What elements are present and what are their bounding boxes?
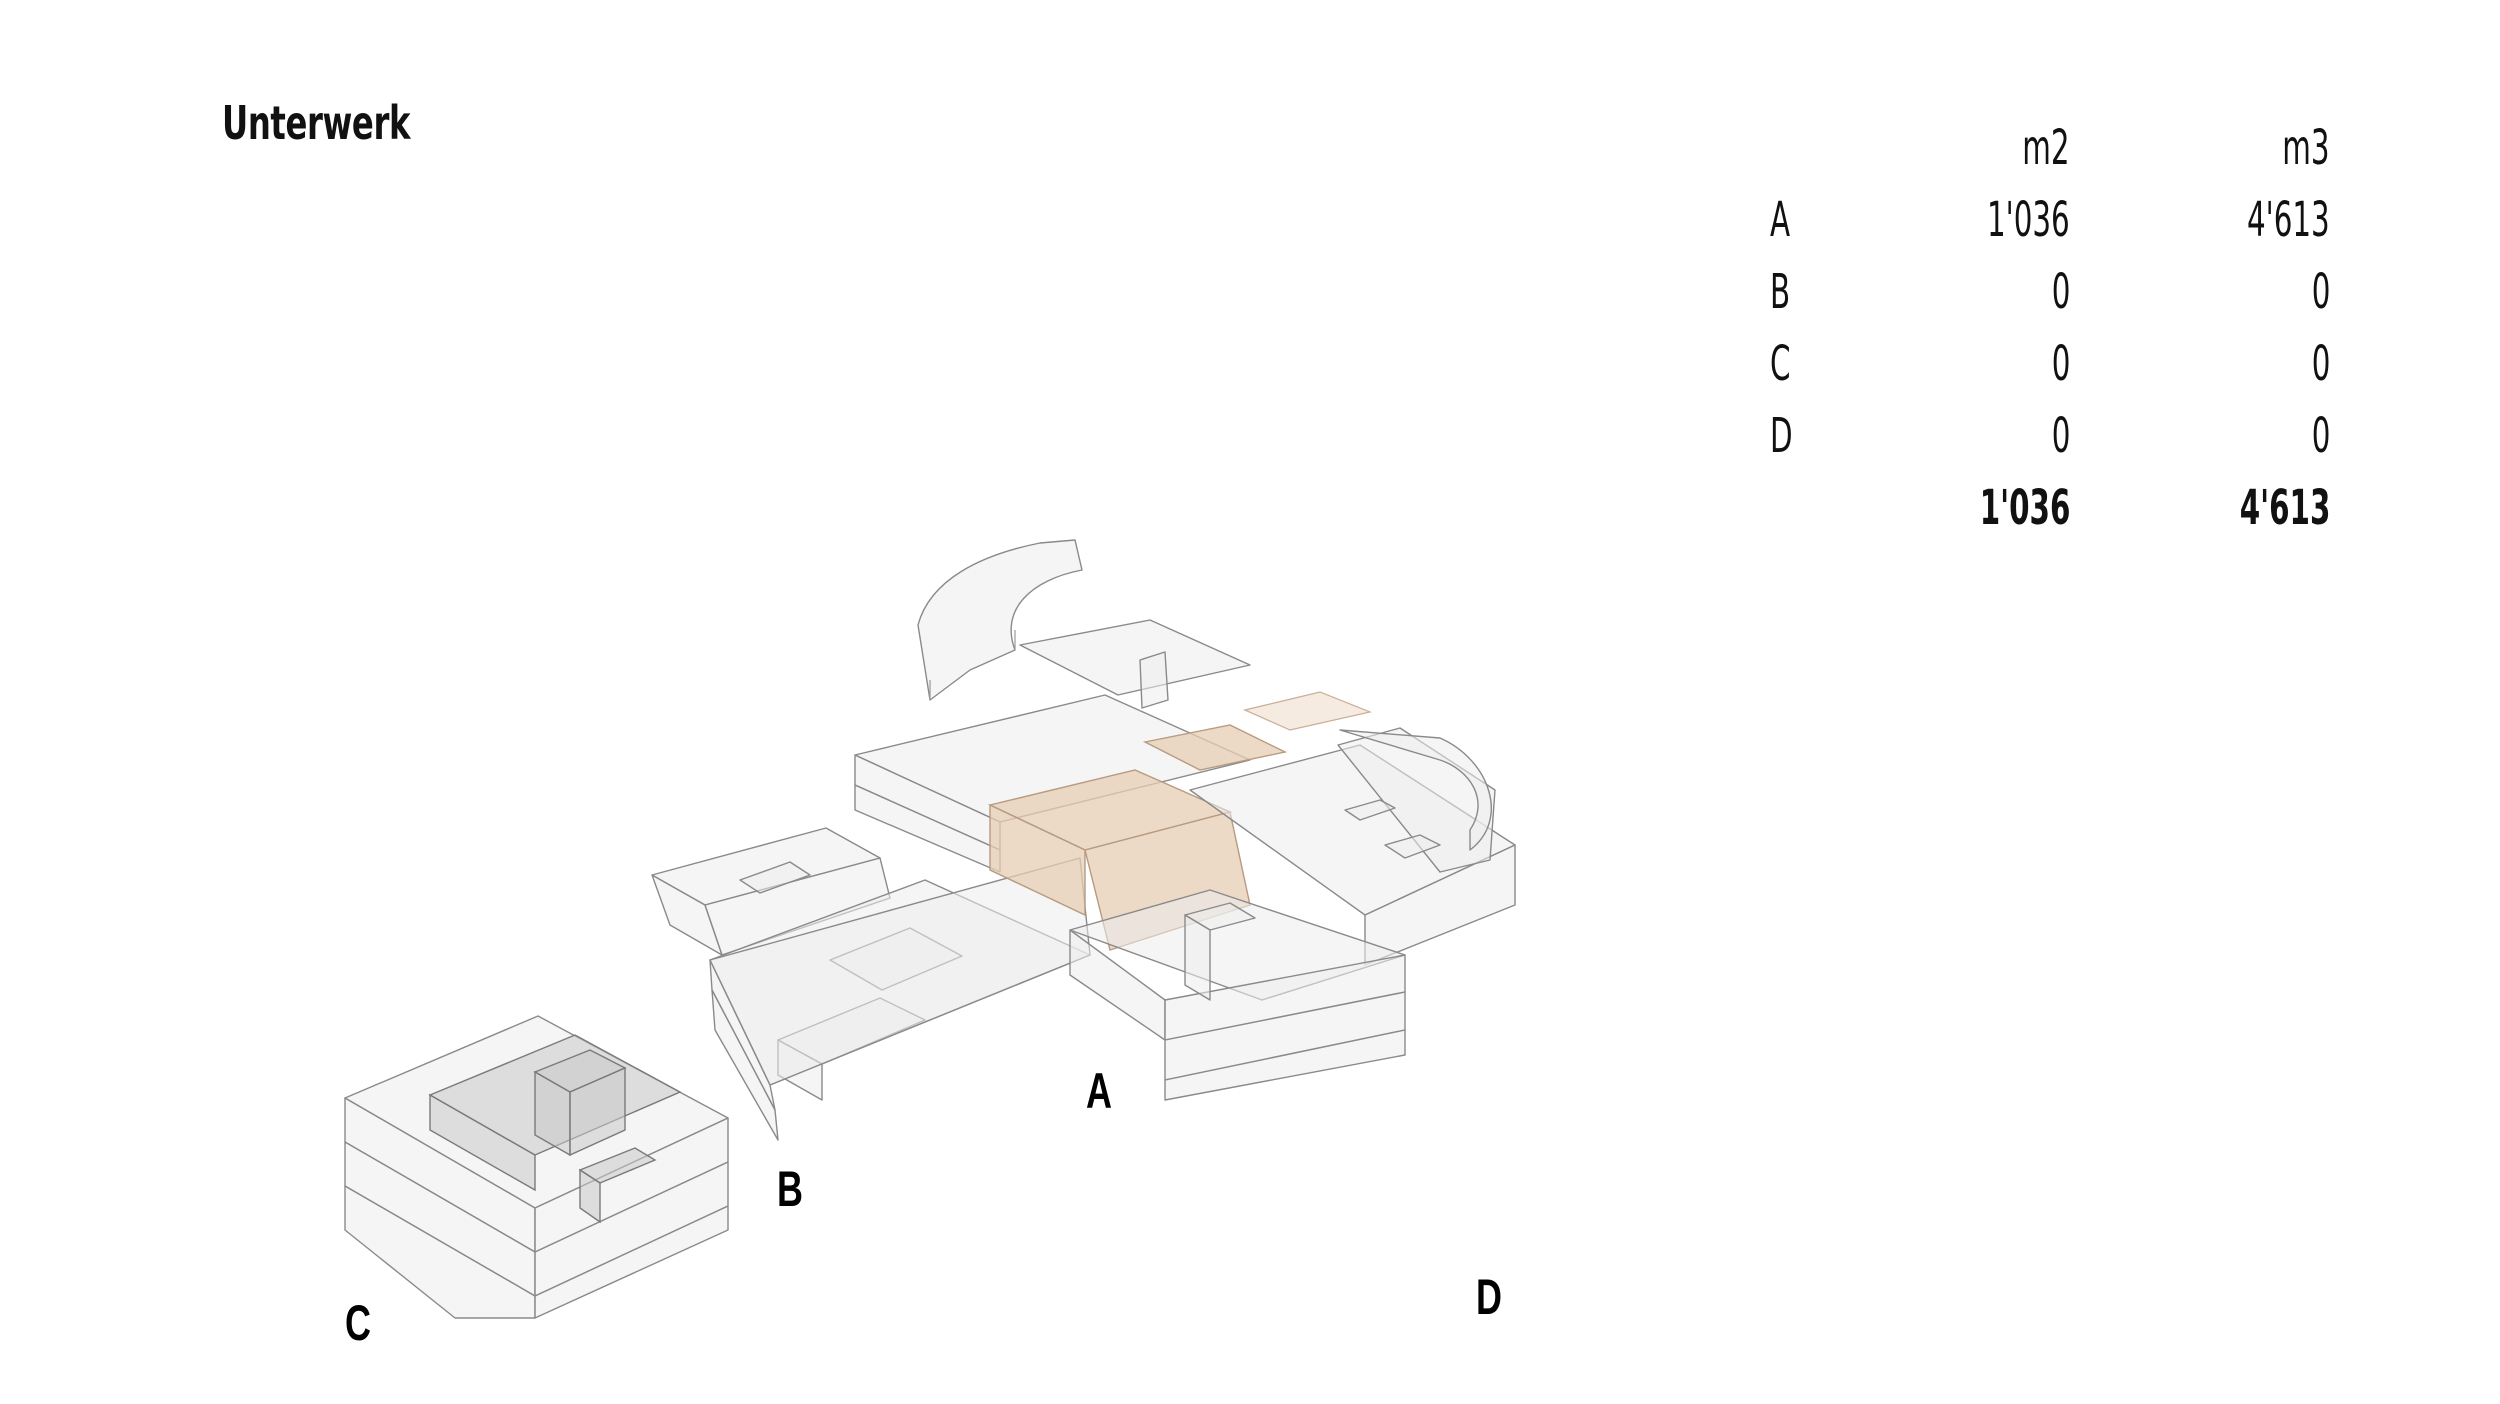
total-m3: 4'613 <box>2239 480 2330 536</box>
area-volume-table: m2 m3 A 1'036 4'613 B 0 0 C 0 0 D 0 0 1'… <box>1740 120 2330 552</box>
table-header-m2: m2 <box>2022 120 2070 176</box>
page-title: Unterwerk <box>222 96 411 150</box>
table-row: D 0 0 <box>1740 408 2330 480</box>
row-m3: 0 <box>2311 264 2330 320</box>
site-label-c: C <box>345 1296 371 1351</box>
table-row: C 0 0 <box>1740 336 2330 408</box>
row-m3: 0 <box>2311 336 2330 392</box>
table-header-row: m2 m3 <box>1740 120 2330 192</box>
row-m3: 4'613 <box>2247 192 2330 248</box>
site-label-b: B <box>777 1162 803 1217</box>
building-a <box>709 539 1516 1101</box>
row-label: C <box>1770 336 1791 392</box>
site-label-d: D <box>1476 1270 1502 1325</box>
row-label: B <box>1770 264 1791 320</box>
table-total-row: 1'036 4'613 <box>1740 480 2330 552</box>
row-m3: 0 <box>2311 408 2330 464</box>
site-label-a: A <box>1086 1064 1112 1119</box>
table-row: B 0 0 <box>1740 264 2330 336</box>
total-m2: 1'036 <box>1979 480 2070 536</box>
table-header-m3: m3 <box>2282 120 2330 176</box>
row-m2: 0 <box>2051 336 2070 392</box>
row-m2: 1'036 <box>1987 192 2070 248</box>
row-m2: 0 <box>2051 408 2070 464</box>
table-row: A 1'036 4'613 <box>1740 192 2330 264</box>
row-label: D <box>1770 408 1793 464</box>
row-label: A <box>1770 192 1791 248</box>
building-c <box>344 1015 729 1319</box>
row-m2: 0 <box>2051 264 2070 320</box>
